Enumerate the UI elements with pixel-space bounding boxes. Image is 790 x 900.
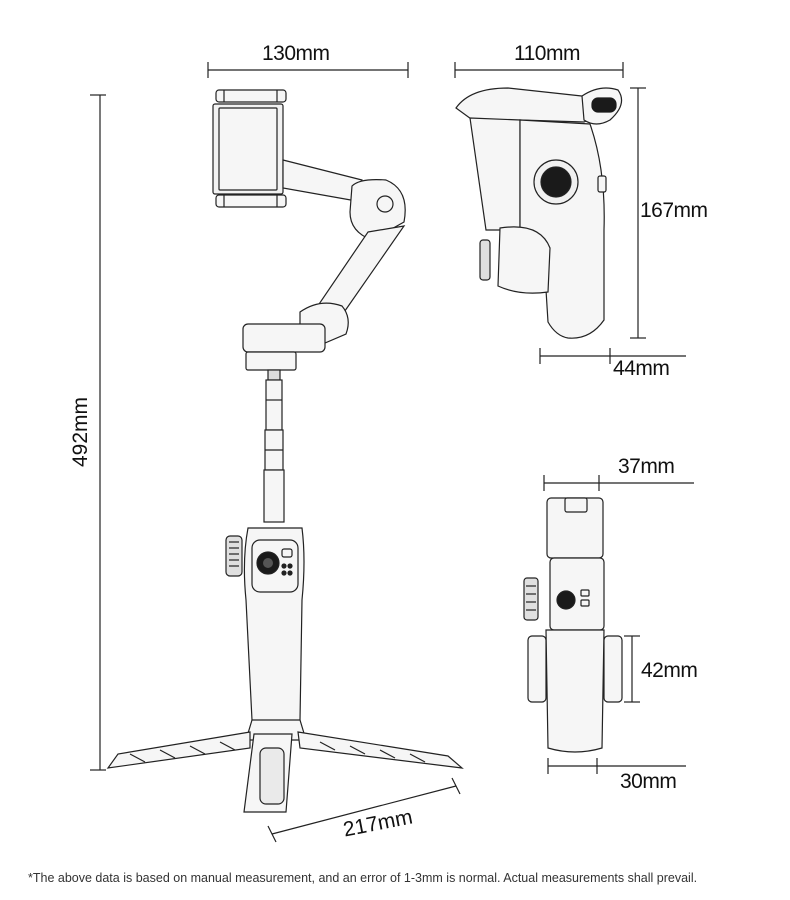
dimension-label-folded-depth: 110mm <box>514 42 580 65</box>
clamp-bottom-pad <box>215 194 287 208</box>
pan-base <box>242 323 326 353</box>
tripod-leg-left <box>106 731 251 769</box>
folded-gimbal-back <box>523 497 623 753</box>
clamp-top-pad <box>215 89 287 103</box>
dimension-label-folded-base: 44mm <box>613 357 670 380</box>
dimension-label-handle-width: 37mm <box>618 455 675 478</box>
clamp-side-right <box>603 635 623 703</box>
measurement-footnote: *The above data is based on manual measu… <box>28 871 698 885</box>
extended-gimbal <box>106 89 464 813</box>
dimension-label-handle-base: 30mm <box>620 770 677 793</box>
dimension-lines <box>90 62 694 843</box>
folded-gimbal <box>455 87 623 339</box>
dimension-label-total-height: 492mm <box>69 396 93 468</box>
dimension-label-clamp-width: 130mm <box>262 42 330 65</box>
clamp-side-left <box>527 635 547 703</box>
dimension-label-folded-height: 167mm <box>640 199 708 222</box>
dimension-label-grip-height: 42mm <box>641 659 698 682</box>
